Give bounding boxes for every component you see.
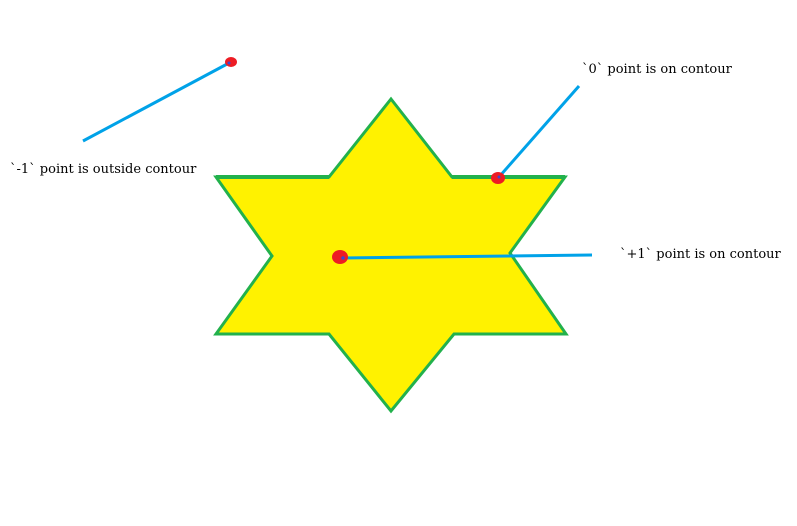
label-on-contour: `0` point is on contour [582,62,733,77]
pointer-line-outside [82,61,230,143]
pointer-line-on-contour [497,85,581,178]
point-on-contour [491,172,505,184]
pointer-line-inside [341,253,593,260]
point-inside [332,250,348,264]
label-inside: `+1` point is on contour [620,247,782,262]
point-inside-center [341,256,345,260]
label-outside: `-1` point is outside contour [10,162,197,177]
point-on-contour-center [497,175,501,179]
point-outside [225,57,237,67]
point-inside-dot [332,250,348,264]
point-outside-center [227,61,231,65]
point-outside-dot [225,57,237,67]
